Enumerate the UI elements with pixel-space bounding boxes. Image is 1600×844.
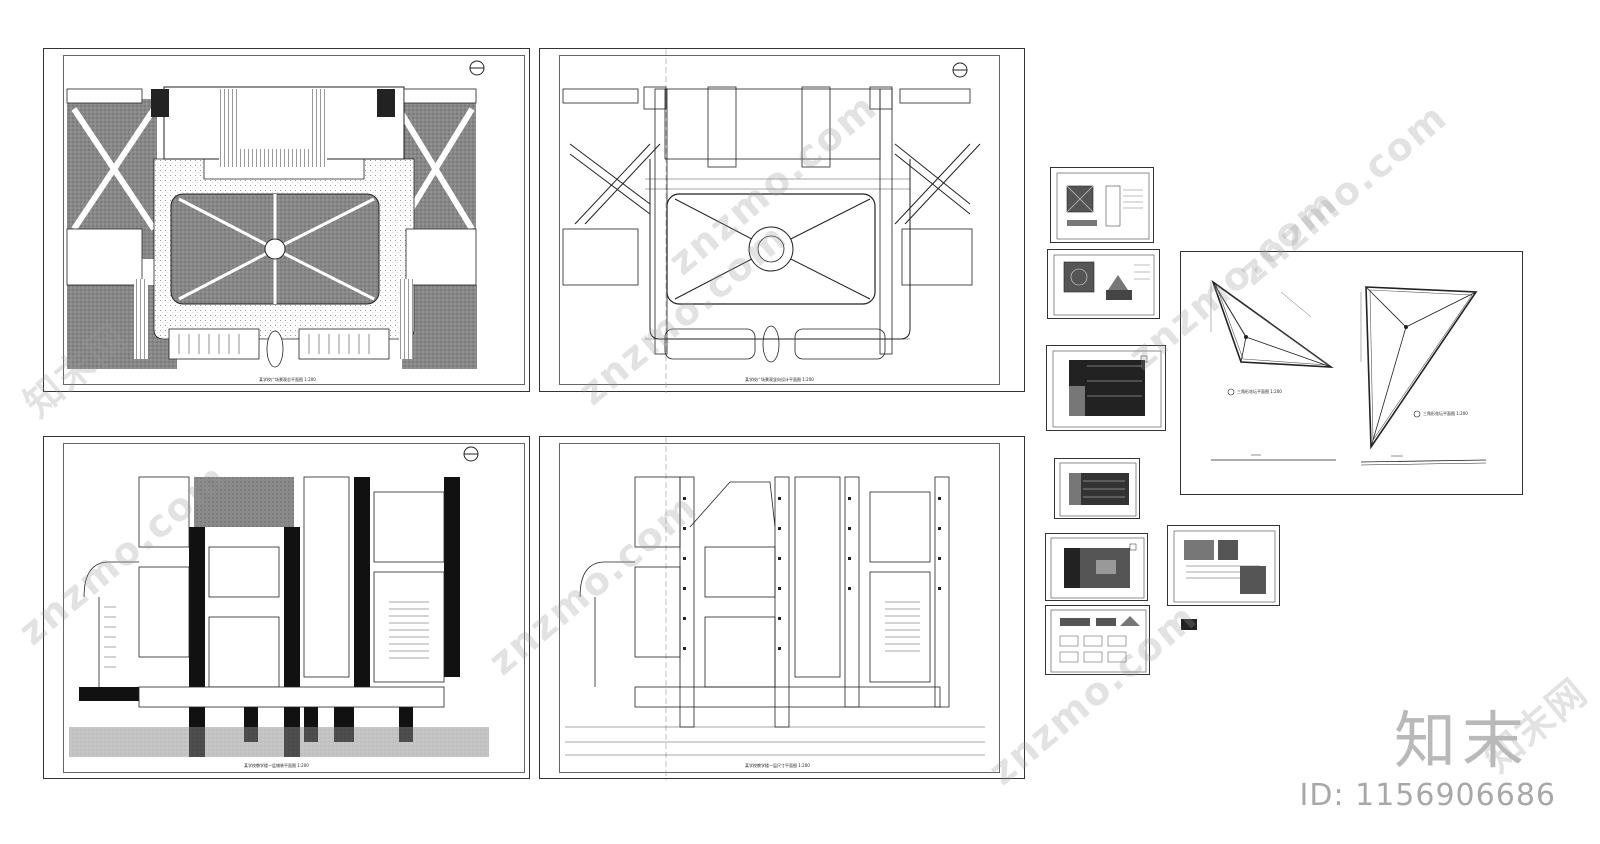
- detail-sheet-g: [1167, 525, 1280, 606]
- sheet-3-drawing: [69, 446, 489, 757]
- detail-sheet-e: [1045, 533, 1148, 601]
- sheet-3-caption: 某学校教学楼一层铺装平面图 1:200: [244, 763, 309, 768]
- detail-sheet-d: [1054, 458, 1140, 519]
- detail-sheet-b: [1047, 249, 1160, 319]
- sheet-2-caption: 某学校广场景观竖向设计平面图 1:200: [745, 377, 814, 382]
- detail-sheet-a: [1050, 167, 1154, 243]
- image-id-label: ID: 1156906686: [1299, 778, 1556, 813]
- detail-sheet-c: [1046, 345, 1166, 431]
- sheet-2-drawing: [562, 49, 981, 393]
- sheet-1-drawing: [66, 60, 485, 369]
- sheet-1-caption: 某学校广场景观总平面图 1:200: [259, 377, 316, 382]
- legend-marker: [1181, 619, 1197, 630]
- brand-logo: 知末: [1393, 704, 1530, 777]
- triangle-drawing: [1210, 279, 1487, 466]
- triangle-caption-right: 三角形花坛平面图 1:200: [1423, 411, 1468, 416]
- sheet-4-caption: 某学校教学楼一层尺寸平面图 1:200: [745, 763, 810, 768]
- detail-sheet-f: [1045, 605, 1150, 675]
- sheet-4-drawing: [565, 437, 985, 780]
- triangle-caption-left: 三角形花坛平面图 1:200: [1237, 389, 1282, 394]
- triangle-planter-sheet: 三角形花坛平面图 1:200 三角形花坛平面图 1:200: [1180, 251, 1523, 495]
- sheet-2-structure-plan: 某学校广场景观竖向设计平面图 1:200: [539, 48, 1025, 393]
- sheet-4-grid-plan: 某学校教学楼一层尺寸平面图 1:200: [539, 436, 1025, 780]
- sheet-1-landscape-plan: 某学校广场景观总平面图 1:200: [43, 48, 530, 392]
- sheet-3-ground-floor-plan: 某学校教学楼一层铺装平面图 1:200: [43, 436, 530, 779]
